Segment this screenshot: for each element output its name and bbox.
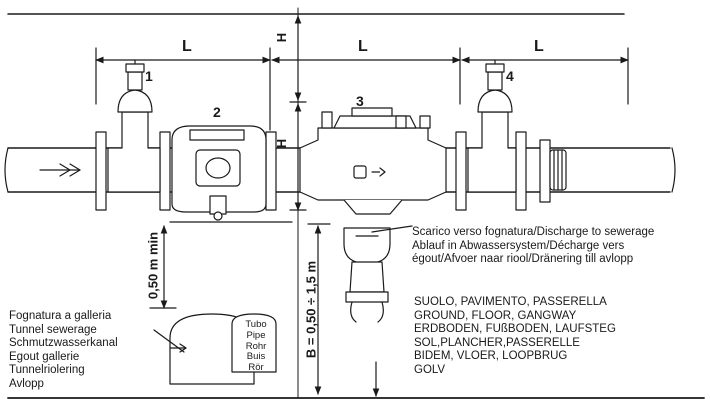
- floor-note-line: GOLV: [414, 363, 446, 376]
- component-number-2: 2: [213, 104, 221, 120]
- pipe-label: Rohr: [245, 340, 267, 352]
- sewer-note-line: Fognatura a galleria: [9, 310, 112, 322]
- outlet-coupling: [549, 149, 567, 191]
- discharge-note-line: Ablauf in Abwassersystem/Décharge vers: [412, 239, 625, 252]
- component-1-shutoff-valve: [107, 59, 161, 193]
- floor-note-line: SOL,PLANCHER,PASSERELLE: [414, 336, 580, 349]
- dimension-L-label-2: L: [358, 38, 368, 55]
- discharge-funnel: [343, 227, 391, 323]
- pipe-flanges: [95, 131, 551, 211]
- dimension-L-label-3: L: [534, 38, 544, 55]
- component-number-3: 3: [356, 93, 364, 109]
- dimension-H-label-upper: H: [274, 32, 290, 43]
- component-4-shutoff-valve: [467, 59, 517, 193]
- pipe-material-labels: Tubo Pipe Rohr Buis Rör: [238, 319, 274, 374]
- component-2-filter: [171, 125, 267, 221]
- sewer-note-line: Tunnel sewerage: [9, 323, 97, 336]
- floor-note-line: ERDBODEN, FUßBODEN, LAUFSTEG: [414, 323, 616, 336]
- dimension-L-label-1: L: [182, 38, 192, 55]
- sewer-note: Fognatura a galleria Tunnel sewerage Sch…: [9, 310, 118, 392]
- floor-note: SUOLO, PAVIMENTO, PASSERELLA GROUND, FLO…: [414, 296, 616, 378]
- dimension-L-marks: [95, 47, 629, 131]
- floor-note-line: GROUND, FLOOR, GANGWAY: [414, 309, 577, 322]
- discharge-note: Scarico verso fognatura/Discharge to sew…: [412, 226, 654, 267]
- sewer-note-line: Tunnelriolering: [9, 364, 85, 377]
- component-3-backflow-preventer: [299, 107, 447, 215]
- pipe-label: Buis: [246, 351, 266, 363]
- pipe-label: Rör: [248, 362, 264, 374]
- discharge-note-line: égout/Afvoer naar riool/Dränering till a…: [412, 253, 634, 266]
- component-number-1: 1: [145, 68, 153, 84]
- dimension-B-range-label: B = 0,50 ÷ 1,5 m: [303, 260, 319, 359]
- dimension-min-clearance-label: 0,50 m min: [145, 231, 161, 300]
- note-leaders: [371, 225, 413, 397]
- sewer-tunnel: [153, 313, 277, 385]
- dimension-B-marks: [149, 221, 331, 395]
- floor-note-line: BIDEM, VLOER, LOOPBRUG: [414, 350, 568, 363]
- sewer-note-line: Schmutzwasserkanal: [9, 337, 118, 350]
- dimension-H-label-lower: H: [274, 138, 290, 149]
- discharge-note-line: Scarico verso fognatura/Discharge to sew…: [412, 226, 655, 238]
- pipe-label: Tubo: [245, 319, 267, 330]
- floor-note-line: SUOLO, PAVIMENTO, PASSERELLA: [414, 296, 607, 308]
- component-number-4: 4: [506, 68, 514, 84]
- sewer-note-line: Avlopp: [9, 377, 44, 390]
- pipe-label: Pipe: [246, 329, 266, 341]
- sewer-note-line: Egout gallerie: [9, 350, 80, 363]
